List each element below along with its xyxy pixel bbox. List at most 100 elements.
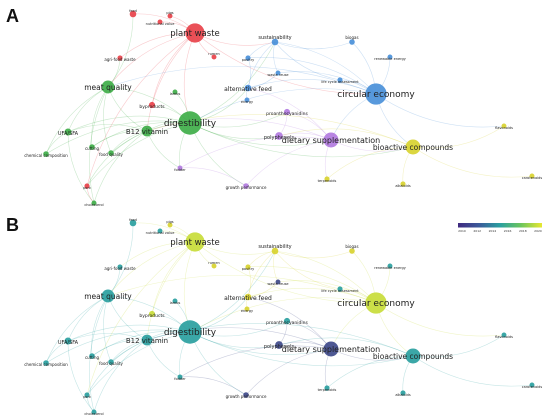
node-cutting[interactable] [89,144,95,150]
node-renewable-energy[interactable] [387,263,393,269]
node-carotenoids[interactable] [529,382,535,388]
node-cholesterol[interactable] [91,200,97,206]
node-alternative-feed[interactable] [244,293,252,301]
edge-circular-economy-flavonoids [375,302,505,337]
edge-bioactive-compounds-carotenoids [412,355,533,387]
node-proanthocyanidins[interactable] [283,317,291,325]
node-label-pigs: pigs [166,11,173,15]
node-polyphenols[interactable] [275,341,283,349]
node-life-cycle-assessment[interactable] [337,286,343,292]
node-food-quality[interactable] [108,359,114,365]
node-label-renewable-energy: renewable energy [374,57,406,61]
node-byproducts[interactable] [148,310,156,318]
node-b12-vitamin[interactable] [141,125,153,137]
edge-circular-economy-waste-reuse [277,71,377,95]
node-ufa-sfa[interactable] [64,128,72,136]
node-energy[interactable] [244,306,250,312]
node-label-lambs: lambs [170,92,181,96]
node-lambs[interactable] [172,298,178,304]
node-label-proanthocyanidins: proanthocyanidins [266,320,308,326]
node-flavonoids[interactable] [501,123,507,129]
node-label-alternative-feed: alternative feed [224,86,272,93]
node-food-quality[interactable] [108,150,114,156]
node-ufa-sfa[interactable] [64,337,72,345]
node-alkaloids[interactable] [400,181,406,187]
node-waste-reuse[interactable] [275,279,281,285]
node-circular-economy[interactable] [365,83,387,105]
node-pork[interactable] [84,183,90,189]
node-plant-waste[interactable] [185,232,205,252]
node-pigs[interactable] [167,222,173,228]
node-sustainability[interactable] [271,247,279,255]
node-b12-vitamin[interactable] [141,334,153,346]
edge-bioactive-compounds-terpenoids [326,355,414,389]
node-terpenoids[interactable] [324,385,330,391]
node-carotenoids[interactable] [529,173,535,179]
node-poultry[interactable] [245,264,251,270]
node-nutritional-value[interactable] [157,228,163,234]
node-terpenoids[interactable] [324,176,330,182]
node-cholesterol[interactable] [91,409,97,415]
node-plant-waste[interactable] [185,23,205,43]
node-alternative-feed[interactable] [244,84,252,92]
node-bioactive-compounds[interactable] [405,348,421,364]
node-chemical-composition[interactable] [43,151,49,157]
node-feed[interactable] [129,10,137,18]
node-nutritional-value[interactable] [157,19,163,25]
node-meat-quality[interactable] [101,80,115,94]
edge-ufa-sfa-cholesterol [67,340,95,413]
node-cutting[interactable] [89,353,95,359]
edge-dietary-supplementation-growth-performance [245,139,332,187]
edge-digestibility-growth-performance [189,122,247,187]
node-label-agri-food-waste: agri-food waste [104,57,136,62]
node-layer [43,219,535,415]
node-flavonoids[interactable] [501,332,507,338]
node-digestibility[interactable] [178,111,202,135]
node-waste-reuse[interactable] [275,70,281,76]
node-label-byproducts: byproducts [139,104,165,110]
node-chemical-composition[interactable] [43,360,49,366]
node-label-polyphenols: polyphenols [264,135,295,141]
node-biogas[interactable] [349,248,355,254]
node-growth-performance[interactable] [243,183,249,189]
node-polyphenols[interactable] [275,132,283,140]
edge-circular-economy-waste-reuse [277,280,377,304]
node-agri-food-waste[interactable] [117,264,123,270]
node-pigs[interactable] [167,13,173,19]
year-tick-2018: 2018 [519,229,527,233]
node-agri-food-waste[interactable] [117,55,123,61]
node-digestibility[interactable] [178,320,202,344]
node-proanthocyanidins[interactable] [283,108,291,116]
node-label-b12-vitamin: B12 vitamin [126,128,168,136]
edge-dietary-supplementation-growth-performance [245,348,332,396]
node-dietary-supplementation[interactable] [323,341,339,357]
node-bioactive-compounds[interactable] [405,139,421,155]
node-life-cycle-assessment[interactable] [337,77,343,83]
node-byproducts[interactable] [148,101,156,109]
edge-dietary-supplementation-fodder [179,345,332,378]
node-label-meat-quality: meat quality [84,292,132,301]
node-circular-economy[interactable] [365,292,387,314]
node-label-food-quality: food quality [99,361,123,366]
year-tick-2020: 2020 [534,229,542,233]
node-lambs[interactable] [172,89,178,95]
node-sustainability[interactable] [271,38,279,46]
node-alkaloids[interactable] [400,390,406,396]
node-rumen[interactable] [211,54,217,60]
node-biogas[interactable] [349,39,355,45]
node-label-life-cycle-assessment: life cycle assessment [321,289,359,293]
node-dietary-supplementation[interactable] [323,132,339,148]
node-pork[interactable] [84,392,90,398]
node-energy[interactable] [244,97,250,103]
node-label-flavonoids: flavonoids [495,335,513,339]
node-fodder[interactable] [177,165,183,171]
edge-circular-economy-sustainability [274,250,377,304]
node-feed[interactable] [129,219,137,227]
node-label-alternative-feed: alternative feed [224,295,272,302]
node-growth-performance[interactable] [243,392,249,398]
node-fodder[interactable] [177,374,183,380]
node-rumen[interactable] [211,263,217,269]
node-meat-quality[interactable] [101,289,115,303]
node-poultry[interactable] [245,55,251,61]
node-renewable-energy[interactable] [387,54,393,60]
